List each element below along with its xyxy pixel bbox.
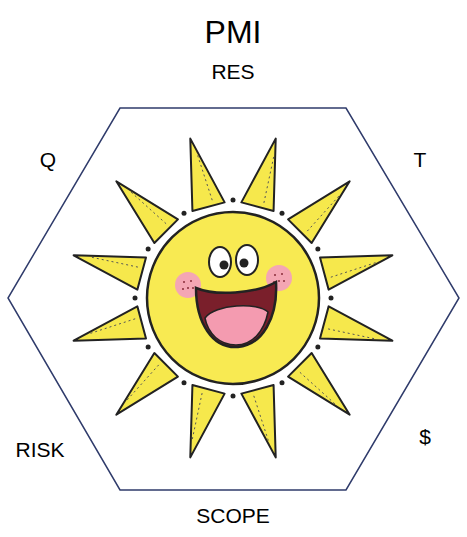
sun-ray	[74, 306, 146, 340]
sun-dot	[182, 211, 187, 216]
cheek-freckle	[278, 280, 280, 282]
pupil	[220, 261, 229, 270]
sun-ray	[241, 139, 275, 211]
cheek-freckle	[183, 281, 185, 283]
sun-face	[147, 212, 319, 384]
pupil	[240, 259, 249, 268]
sun-ray	[288, 353, 350, 415]
eye	[209, 247, 231, 277]
cheek-freckle	[192, 287, 194, 289]
sun-illustration	[74, 139, 393, 458]
sun-ray	[190, 139, 224, 211]
tongue	[205, 306, 268, 345]
sun-dot	[280, 380, 285, 385]
sun-ray	[74, 255, 146, 289]
sun-ray	[116, 353, 178, 415]
cheek-freckle	[190, 280, 192, 282]
ray-shading	[197, 152, 212, 200]
constraint-label: $	[419, 425, 431, 448]
cheek-freckle	[281, 273, 283, 275]
constraint-label: SCOPE	[196, 504, 270, 527]
sun-ray	[320, 255, 392, 289]
sun-dot	[280, 211, 285, 216]
cheek-freckle	[187, 287, 189, 289]
ray-shading	[125, 365, 159, 402]
sun-dot	[231, 394, 236, 399]
ray-shading	[300, 372, 337, 406]
sun-dot	[182, 380, 187, 385]
constraint-label: RES	[211, 60, 254, 83]
mouth	[196, 282, 276, 347]
sun-dot	[315, 247, 320, 252]
ray-shading	[254, 396, 269, 444]
sun-dot	[329, 296, 334, 301]
ray-shading	[264, 154, 274, 203]
ray-shading	[331, 262, 379, 277]
ray-shading	[129, 190, 166, 224]
hexagon-outline	[8, 108, 459, 490]
diagram-title: PMI	[205, 15, 262, 50]
sun-dot	[315, 345, 320, 350]
sun-ray	[241, 385, 275, 457]
constraint-label: Q	[40, 148, 56, 171]
sun-ray	[320, 306, 392, 340]
cheek-freckle	[283, 280, 285, 282]
sun-ray	[116, 181, 178, 243]
ray-shading	[192, 393, 202, 442]
sun-ray	[288, 181, 350, 243]
constraint-label: RISK	[15, 438, 64, 461]
cheek-freckle	[274, 274, 276, 276]
sun-dot	[231, 198, 236, 203]
sun-dot	[146, 345, 151, 350]
ray-shading	[328, 329, 377, 339]
ray-shading	[307, 194, 341, 231]
ray-shading	[87, 319, 135, 334]
eye	[236, 245, 258, 275]
cheek-freckle	[182, 288, 184, 290]
sun-dot	[146, 247, 151, 252]
sun-dot	[133, 296, 138, 301]
constraint-label: T	[414, 148, 427, 171]
ray-shading	[89, 257, 138, 267]
sun-ray	[190, 385, 224, 457]
